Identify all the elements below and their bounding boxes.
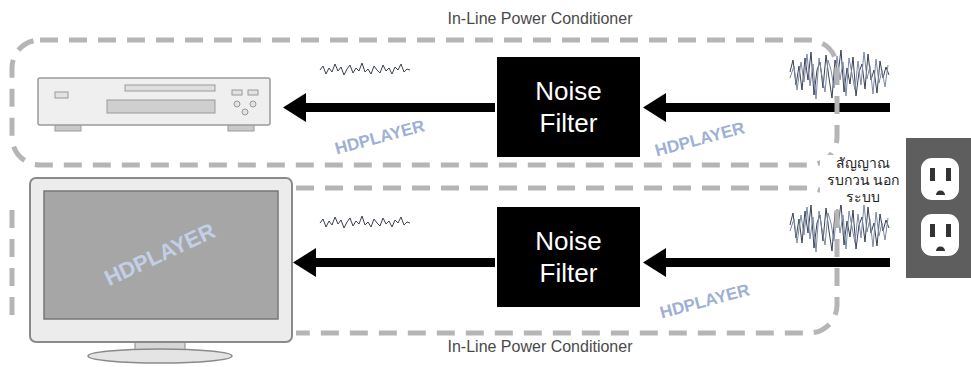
noise-note: สัญญาณรบกวน นอกระบบ	[820, 155, 906, 205]
watermark: HDPLAYER	[333, 116, 427, 159]
label-holder: HDPLAYER	[333, 116, 427, 159]
filter-label: Noise Filter	[519, 75, 619, 140]
watermark: HDPLAYER	[658, 280, 752, 323]
region-title: In-Line Power Conditioner	[445, 338, 636, 355]
tv-set	[30, 178, 292, 363]
wall-outlet	[906, 138, 971, 278]
noise-filter-box: Noise Filter	[497, 207, 640, 307]
label-holder: HDPLAYER	[653, 118, 747, 161]
label-holder: In-Line Power Conditioner	[445, 338, 636, 356]
dashed-line	[10, 210, 15, 318]
dashed-line	[296, 188, 837, 333]
label-holder: สัญญาณรบกวน นอกระบบ	[820, 155, 906, 205]
region-title: In-Line Power Conditioner	[445, 10, 636, 27]
dashed-line	[12, 40, 837, 165]
label-holder: In-Line Power Conditioner	[445, 10, 636, 28]
filter-label: Noise Filter	[519, 225, 619, 290]
noise-filter-box: Noise Filter	[497, 57, 640, 157]
watermark: HDPLAYER	[653, 118, 747, 161]
label-holder: HDPLAYER	[658, 280, 752, 323]
dvd-player	[38, 78, 270, 131]
